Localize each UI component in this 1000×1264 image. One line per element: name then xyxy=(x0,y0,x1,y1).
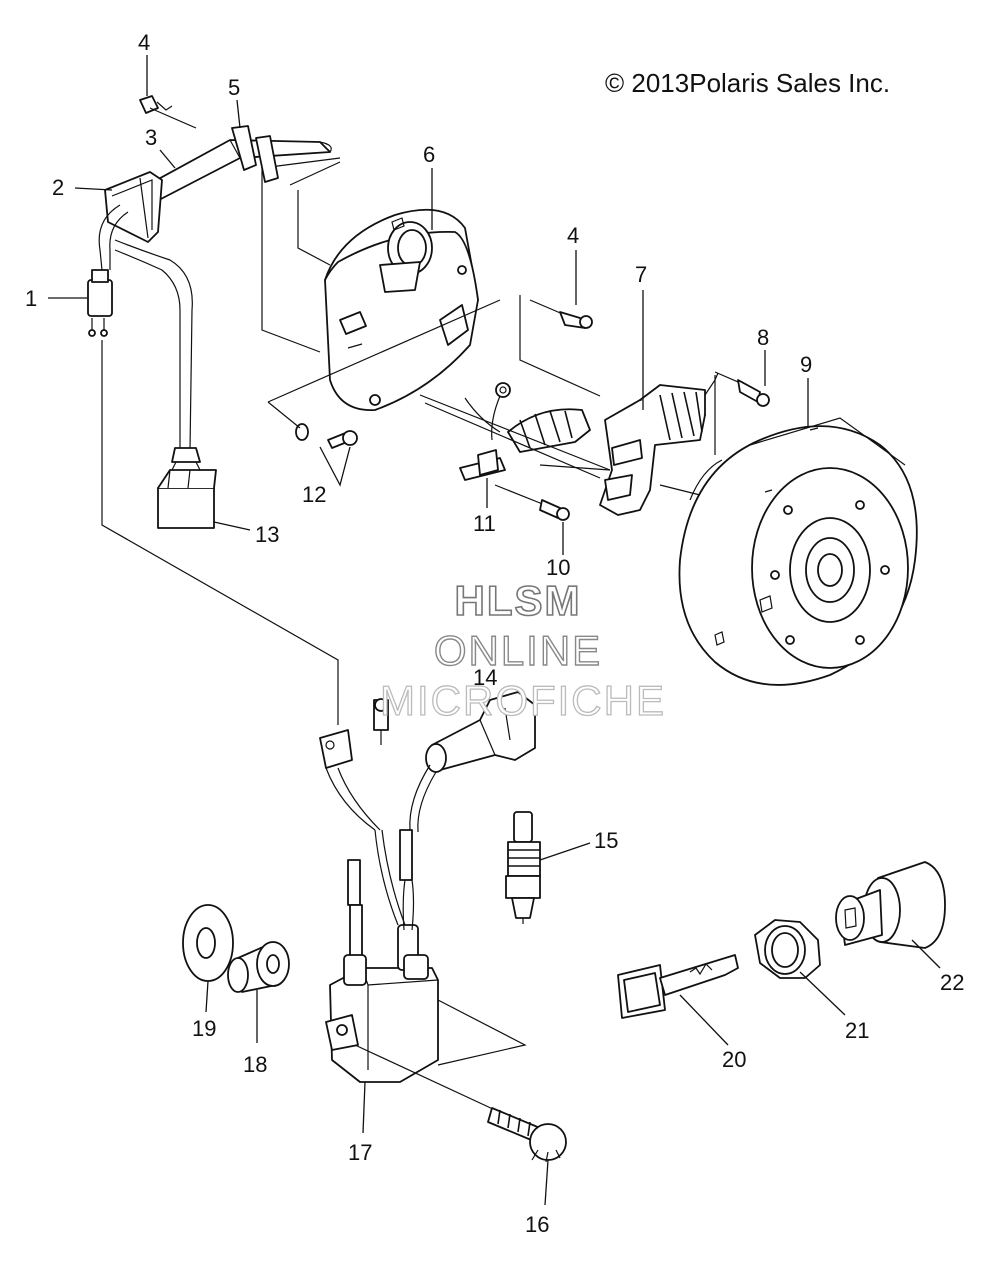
harness-cable xyxy=(98,204,193,451)
watermark-line-1: HLSM xyxy=(455,577,582,624)
callout-17: 17 xyxy=(348,1140,372,1165)
connector-part-13 xyxy=(157,447,217,529)
wire-harness xyxy=(119,139,341,353)
callout-5: 5 xyxy=(228,75,240,100)
key-part-20 xyxy=(617,954,739,1019)
callout-4-top: 4 xyxy=(138,30,150,55)
spark-plug-cap-part-14 xyxy=(425,691,536,773)
grommet-part-2 xyxy=(104,171,163,243)
watermark-line-2: ONLINE xyxy=(434,627,602,674)
callout-18: 18 xyxy=(243,1052,267,1077)
screw-part-8 xyxy=(714,371,770,407)
spark-plug-part-15 xyxy=(505,811,541,924)
callout-3: 3 xyxy=(145,125,157,150)
washer-on-plate xyxy=(491,382,511,441)
callout-labels: 1 2 3 4 5 6 4 7 8 9 10 11 12 13 14 15 16… xyxy=(25,30,964,1237)
callout-2: 2 xyxy=(52,175,64,200)
callout-15: 15 xyxy=(594,828,618,853)
screw-part-10 xyxy=(494,484,570,521)
screw-washer-part-12 xyxy=(267,299,501,449)
callout-21: 21 xyxy=(845,1018,869,1043)
leader-lines xyxy=(48,55,941,1206)
ignition-coil-part-17 xyxy=(319,698,527,1111)
watermark-line-3: MICROFICHE xyxy=(380,677,666,724)
callout-19: 19 xyxy=(192,1016,216,1041)
copyright-text: © 2013Polaris Sales Inc. xyxy=(605,68,890,98)
callout-10: 10 xyxy=(546,555,570,580)
callout-4-middle: 4 xyxy=(567,223,579,248)
stator-plate-part-6 xyxy=(324,208,479,411)
callout-8: 8 xyxy=(757,325,769,350)
watermark: HLSM ONLINE MICROFICHE xyxy=(379,576,666,724)
ground-wire-line xyxy=(101,340,339,725)
bolt-part-16 xyxy=(487,1107,567,1163)
callout-11: 11 xyxy=(473,511,496,536)
callout-22: 22 xyxy=(940,970,964,995)
connector-part-1 xyxy=(87,269,113,337)
bushing-part-18 xyxy=(227,941,290,993)
callout-7: 7 xyxy=(635,262,647,287)
nut-part-21 xyxy=(754,919,821,979)
callout-16: 16 xyxy=(525,1212,549,1237)
flywheel-part-9 xyxy=(678,417,918,686)
callout-1: 1 xyxy=(25,286,37,311)
clamp-part-5 xyxy=(231,125,279,183)
callout-14: 14 xyxy=(473,665,497,690)
screw-part-4-middle xyxy=(529,299,593,329)
pickup-coil-part-11 xyxy=(419,394,611,481)
washer-part-19 xyxy=(182,904,234,982)
ignition-switch-part-22 xyxy=(835,861,946,949)
callout-13: 13 xyxy=(255,522,279,547)
assembly-line-stator xyxy=(519,295,716,496)
screw-part-4-top xyxy=(139,95,197,129)
callout-9: 9 xyxy=(800,352,812,377)
callout-20: 20 xyxy=(722,1047,746,1072)
callout-12: 12 xyxy=(302,482,326,507)
callout-6: 6 xyxy=(423,142,435,167)
lighting-coil-part-7 xyxy=(539,372,719,516)
